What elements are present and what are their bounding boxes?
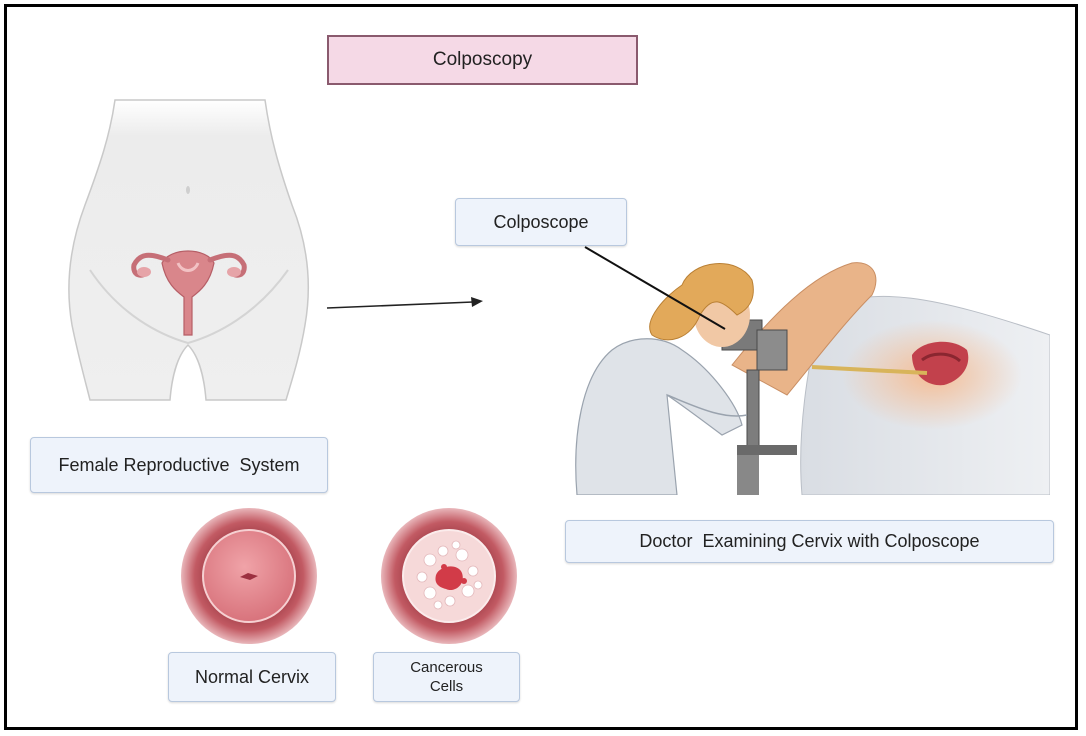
colposcope-pointer-line <box>580 244 730 334</box>
doctor-label-box: Doctor Examining Cervix with Colposcope <box>565 520 1054 563</box>
female-system-label: Female Reproductive System <box>58 455 299 476</box>
title-box: Colposcopy <box>327 35 638 85</box>
colposcope-label: Colposcope <box>493 212 588 233</box>
cancerous-cells-label-line2: Cells <box>430 677 463 696</box>
normal-cervix-label: Normal Cervix <box>195 667 309 688</box>
normal-cervix-icon <box>178 505 320 647</box>
colposcope-label-box: Colposcope <box>455 198 627 246</box>
cancerous-cervix-icon <box>378 505 520 647</box>
doctor-label: Doctor Examining Cervix with Colposcope <box>639 531 979 552</box>
cancerous-cells-label-box: Cancerous Cells <box>373 652 520 702</box>
normal-cervix-label-box: Normal Cervix <box>168 652 336 702</box>
cancerous-cells-label-line1: Cancerous <box>410 658 483 677</box>
arrow-to-exam <box>325 295 485 315</box>
female-system-label-box: Female Reproductive System <box>30 437 328 493</box>
female-body-illustration <box>60 95 330 405</box>
title-text: Colposcopy <box>433 49 532 71</box>
